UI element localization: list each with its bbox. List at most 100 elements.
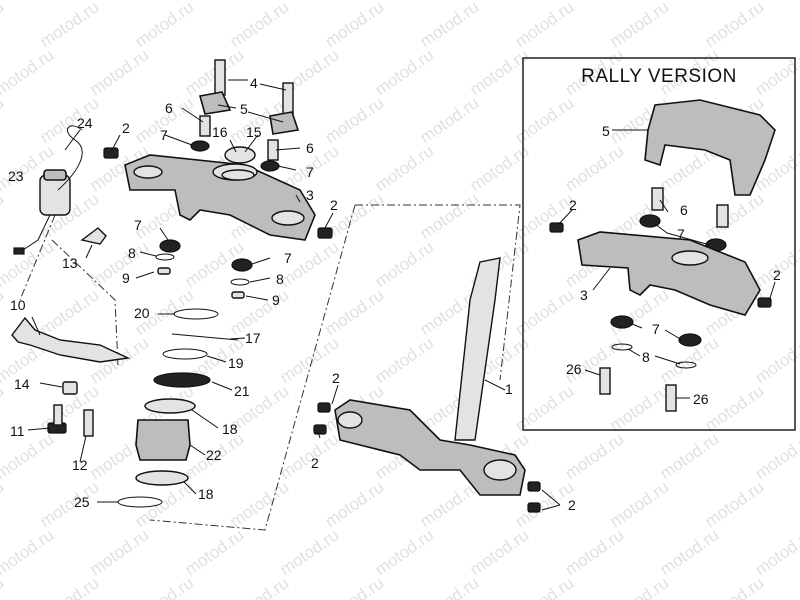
watermark-text: motod.ru bbox=[0, 429, 57, 483]
watermark-text: motod.ru bbox=[131, 0, 197, 51]
watermark-text: motod.ru bbox=[416, 0, 482, 51]
watermark-text: motod.ru bbox=[796, 381, 800, 435]
nut-left-part bbox=[190, 140, 210, 152]
watermark-text: motod.ru bbox=[0, 381, 7, 435]
watermark-text: motod.ru bbox=[371, 525, 437, 579]
rally-nut-lower-left-part bbox=[610, 315, 634, 329]
seal-21-part bbox=[153, 372, 211, 388]
callout-1: 1 bbox=[505, 381, 513, 397]
ring-19-part bbox=[162, 348, 208, 360]
callout-8: 8 bbox=[276, 271, 284, 287]
callout-22: 22 bbox=[206, 447, 222, 463]
callout-19: 19 bbox=[228, 355, 244, 371]
watermark-text: motod.ru bbox=[36, 573, 102, 600]
rally-bolt-26b-part bbox=[665, 384, 677, 412]
watermark-text: motod.ru bbox=[606, 381, 672, 435]
watermark-text: motod.ru bbox=[371, 237, 437, 291]
top-bolt-right-part bbox=[282, 82, 294, 116]
watermark-text: motod.ru bbox=[0, 45, 57, 99]
callout-labels: 1 2 2 2 2 2 2 2 2 3 3 4 5 5 6 6 6 7 7 7 … bbox=[8, 75, 781, 513]
callout-6: 6 bbox=[165, 100, 173, 116]
watermark-text: motod.ru bbox=[511, 0, 577, 51]
watermark-text: motod.ru bbox=[796, 285, 800, 339]
callout-15: 15 bbox=[246, 124, 262, 140]
race-18b-part bbox=[135, 470, 189, 486]
callout-2: 2 bbox=[569, 197, 577, 213]
callout-7: 7 bbox=[134, 217, 142, 233]
watermark-text: motod.ru bbox=[796, 189, 800, 243]
watermark-text: motod.ru bbox=[656, 525, 722, 579]
screw-part bbox=[83, 409, 94, 437]
watermark-text: motod.ru bbox=[0, 93, 7, 147]
watermark-text: motod.ru bbox=[276, 0, 342, 3]
spacer-left-part bbox=[199, 115, 211, 137]
top-bolt-left-part bbox=[214, 59, 226, 96]
callout-2: 2 bbox=[122, 120, 130, 136]
watermark-text: motod.ru bbox=[181, 525, 247, 579]
callout-13: 13 bbox=[62, 255, 78, 271]
rally-bolt-left-part bbox=[549, 222, 564, 233]
clamp-cap-right-part bbox=[269, 111, 300, 135]
watermark-text: motod.ru bbox=[701, 381, 767, 435]
watermark-text: motod.ru bbox=[751, 45, 800, 99]
rally-o-ring-right-part bbox=[675, 361, 697, 369]
watermark-text: motod.ru bbox=[561, 525, 627, 579]
rally-clamp-5-part bbox=[644, 99, 776, 196]
callout-6: 6 bbox=[306, 140, 314, 156]
steering-nut-part bbox=[224, 146, 256, 164]
watermark-text: motod.ru bbox=[701, 0, 767, 51]
callout-26: 26 bbox=[693, 391, 709, 407]
rally-spacer-right-part bbox=[716, 204, 729, 228]
watermark-text: motod.ru bbox=[86, 45, 152, 99]
rally-bolt-26a-part bbox=[599, 367, 611, 395]
watermark-text: motod.ru bbox=[606, 573, 672, 600]
callout-7: 7 bbox=[284, 250, 292, 266]
rally-nut-lower-right-part bbox=[678, 333, 702, 347]
watermark-text: motod.ru bbox=[0, 285, 7, 339]
watermark-text: motod.ru bbox=[131, 573, 197, 600]
bush-right-part bbox=[231, 291, 245, 299]
bolt-shank-part bbox=[53, 404, 63, 426]
watermark-text: motod.ru bbox=[0, 573, 7, 600]
callout-18: 18 bbox=[222, 421, 238, 437]
o-ring-right-part bbox=[230, 278, 250, 286]
watermark-text: motod.ru bbox=[416, 93, 482, 147]
watermark-text: motod.ru bbox=[321, 477, 387, 531]
side-bolt-left-part bbox=[103, 147, 119, 159]
watermark-text: motod.ru bbox=[0, 477, 7, 531]
bolt-lower-1-part bbox=[317, 402, 331, 413]
callout-2: 2 bbox=[332, 370, 340, 386]
watermark-text: motod.ru bbox=[416, 573, 482, 600]
watermark-text: motod.ru bbox=[511, 285, 577, 339]
watermark-text: motod.ru bbox=[751, 333, 800, 387]
callout-11: 11 bbox=[10, 423, 25, 439]
callout-5: 5 bbox=[240, 101, 248, 117]
steering-stem-part bbox=[334, 257, 526, 496]
callout-2: 2 bbox=[311, 455, 319, 471]
callout-8: 8 bbox=[128, 245, 136, 261]
watermark-text: motod.ru bbox=[511, 189, 577, 243]
watermark-text: motod.ru bbox=[86, 237, 152, 291]
callout-3: 3 bbox=[580, 287, 588, 303]
bolt-lower-4-part bbox=[527, 502, 541, 513]
watermark-text: motod.ru bbox=[701, 477, 767, 531]
callout-7: 7 bbox=[677, 226, 685, 242]
leader-lines bbox=[27, 79, 776, 511]
bush-left-part bbox=[157, 267, 171, 275]
callout-2: 2 bbox=[568, 497, 576, 513]
watermark-text: motod.ru bbox=[276, 429, 342, 483]
bolt-lower-3-part bbox=[527, 481, 541, 492]
ring-20-part bbox=[173, 308, 219, 320]
watermark-text: motod.ru bbox=[276, 525, 342, 579]
callout-12: 12 bbox=[72, 457, 88, 473]
watermark-text: motod.ru bbox=[371, 141, 437, 195]
callout-21: 21 bbox=[234, 383, 250, 399]
side-bolt-right-part bbox=[317, 227, 333, 239]
rally-clamp-hole-part bbox=[671, 250, 709, 266]
watermark-text: motod.ru bbox=[86, 0, 152, 3]
watermark-text: motod.ru bbox=[466, 525, 532, 579]
rally-bolt-right-part bbox=[757, 297, 772, 308]
callout-5: 5 bbox=[602, 123, 610, 139]
